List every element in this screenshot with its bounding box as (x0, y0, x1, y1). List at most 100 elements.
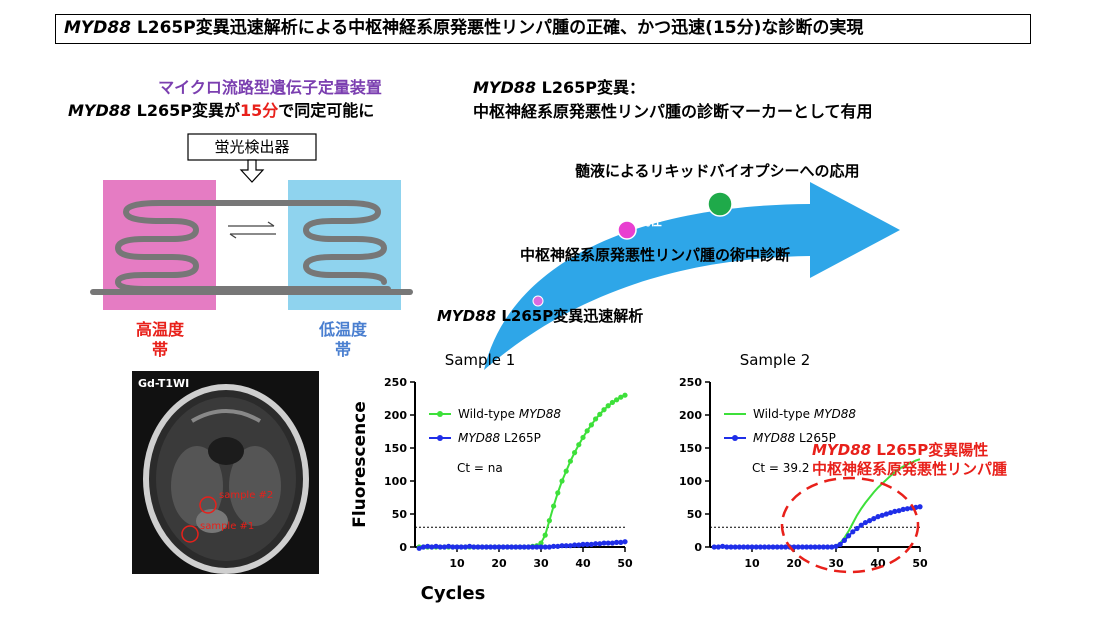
data-point-1 (500, 544, 506, 550)
data-point-1 (450, 544, 456, 550)
data-point-1 (720, 543, 726, 549)
data-point-1 (593, 541, 599, 547)
chart-title: Sample 1 (445, 351, 516, 369)
marker-line2: 中枢神経系原発悪性リンパ腫の診断マーカーとして有用 (473, 102, 873, 121)
data-point-1 (614, 539, 620, 545)
data-point-1 (871, 516, 877, 522)
data-point-1 (441, 544, 447, 550)
data-point-1 (605, 540, 611, 546)
data-point-0 (618, 394, 624, 400)
data-point-1 (425, 543, 431, 549)
data-point-1 (883, 511, 889, 517)
data-point-1 (513, 544, 519, 550)
data-point-1 (538, 544, 544, 550)
device-claim-time: 15分 (239, 101, 279, 120)
data-point-1 (829, 544, 835, 550)
y-tick-label: 200 (679, 409, 702, 422)
detector-arrow-icon (239, 159, 265, 183)
y-tick-label: 100 (384, 475, 407, 488)
data-point-0 (614, 397, 620, 403)
data-point-1 (846, 533, 852, 539)
data-point-0 (542, 532, 548, 538)
data-point-1 (770, 544, 776, 550)
legend-label-0: Wild-type MYD88 (458, 407, 561, 421)
data-point-1 (875, 514, 881, 520)
low-temp-label-1: 低温度 (318, 320, 367, 339)
left-lobe (171, 446, 223, 526)
data-point-0 (563, 468, 569, 474)
data-point-0 (580, 434, 586, 441)
positive-annotation: MYD88 L265P変異陽性 中枢神経系原発悪性リンパ腫 (812, 441, 1007, 479)
data-point-1 (433, 543, 439, 549)
legend-label-1: MYD88 L265P (753, 431, 836, 445)
data-point-1 (458, 544, 464, 550)
data-point-1 (475, 544, 481, 550)
data-point-1 (736, 544, 742, 550)
data-point-1 (795, 544, 801, 550)
data-point-1 (534, 544, 540, 550)
device-claim-b: で同定可能に (278, 101, 375, 120)
data-point-1 (820, 544, 826, 550)
data-point-1 (825, 544, 831, 550)
data-point-1 (783, 544, 789, 550)
title-italic: MYD88 (64, 18, 131, 38)
ct-value: Ct = 39.2 (752, 461, 810, 475)
legend-label-0: Wild-type MYD88 (753, 407, 856, 421)
x-tick-label: 20 (491, 557, 507, 570)
data-point-1 (833, 543, 839, 549)
device-claim-gene: MYD88 (68, 101, 132, 120)
now-dot-icon (617, 220, 637, 240)
data-point-1 (462, 544, 468, 550)
data-point-1 (774, 544, 780, 550)
data-point-1 (804, 544, 810, 550)
data-point-0 (605, 403, 611, 409)
data-point-0 (572, 450, 578, 456)
data-point-1 (588, 541, 594, 547)
roadmap-arrow: 現在 将来 (484, 182, 900, 370)
detector-label: 蛍光検出器 (214, 138, 289, 156)
data-point-0 (609, 399, 615, 406)
data-point-1 (597, 541, 603, 547)
data-point-1 (601, 540, 607, 546)
high-temp-label-1: 高温度 (135, 320, 184, 339)
x-tick-label: 50 (912, 557, 928, 570)
ct-value: Ct = na (457, 461, 503, 475)
arrow-label-future: 髄液によるリキッドバイオプシーへの応用 (575, 162, 860, 180)
right-lobe (229, 446, 281, 526)
data-point-1 (917, 504, 923, 510)
highlight-ellipse-shape (780, 476, 920, 574)
data-point-1 (546, 544, 552, 550)
data-point-1 (420, 544, 426, 550)
device-claim: MYD88 L265P変異が15分で同定可能に (68, 97, 468, 121)
data-point-1 (732, 544, 738, 550)
y-tick-label: 0 (694, 541, 702, 554)
data-point-1 (580, 541, 586, 547)
data-point-1 (525, 544, 531, 550)
data-point-1 (576, 542, 582, 548)
x-tick-label: 50 (617, 557, 633, 570)
data-point-1 (622, 539, 628, 545)
data-point-1 (812, 544, 818, 550)
data-point-1 (850, 529, 856, 535)
data-point-1 (841, 537, 847, 543)
start-dot-icon (532, 295, 544, 307)
data-point-1 (728, 544, 734, 550)
data-point-0 (567, 458, 573, 464)
legend-label-1: MYD88 L265P (458, 431, 541, 445)
y-axis-label: Fluorescence (350, 401, 370, 528)
data-point-1 (488, 544, 494, 550)
device-name: マイクロ流路型遺伝子定量装置 (158, 78, 382, 97)
data-point-1 (837, 541, 843, 547)
data-point-1 (521, 544, 527, 550)
fluid-channel (90, 200, 413, 295)
data-point-1 (867, 518, 873, 524)
data-point-1 (762, 544, 768, 550)
data-point-1 (446, 543, 452, 549)
legend-marker-1 (437, 435, 443, 441)
future-dot-icon (707, 191, 733, 217)
low-temp-label: 低温度 帯 (303, 320, 383, 360)
midline-structure (208, 437, 244, 465)
y-tick-label: 50 (687, 508, 703, 521)
data-point-1 (559, 543, 565, 549)
